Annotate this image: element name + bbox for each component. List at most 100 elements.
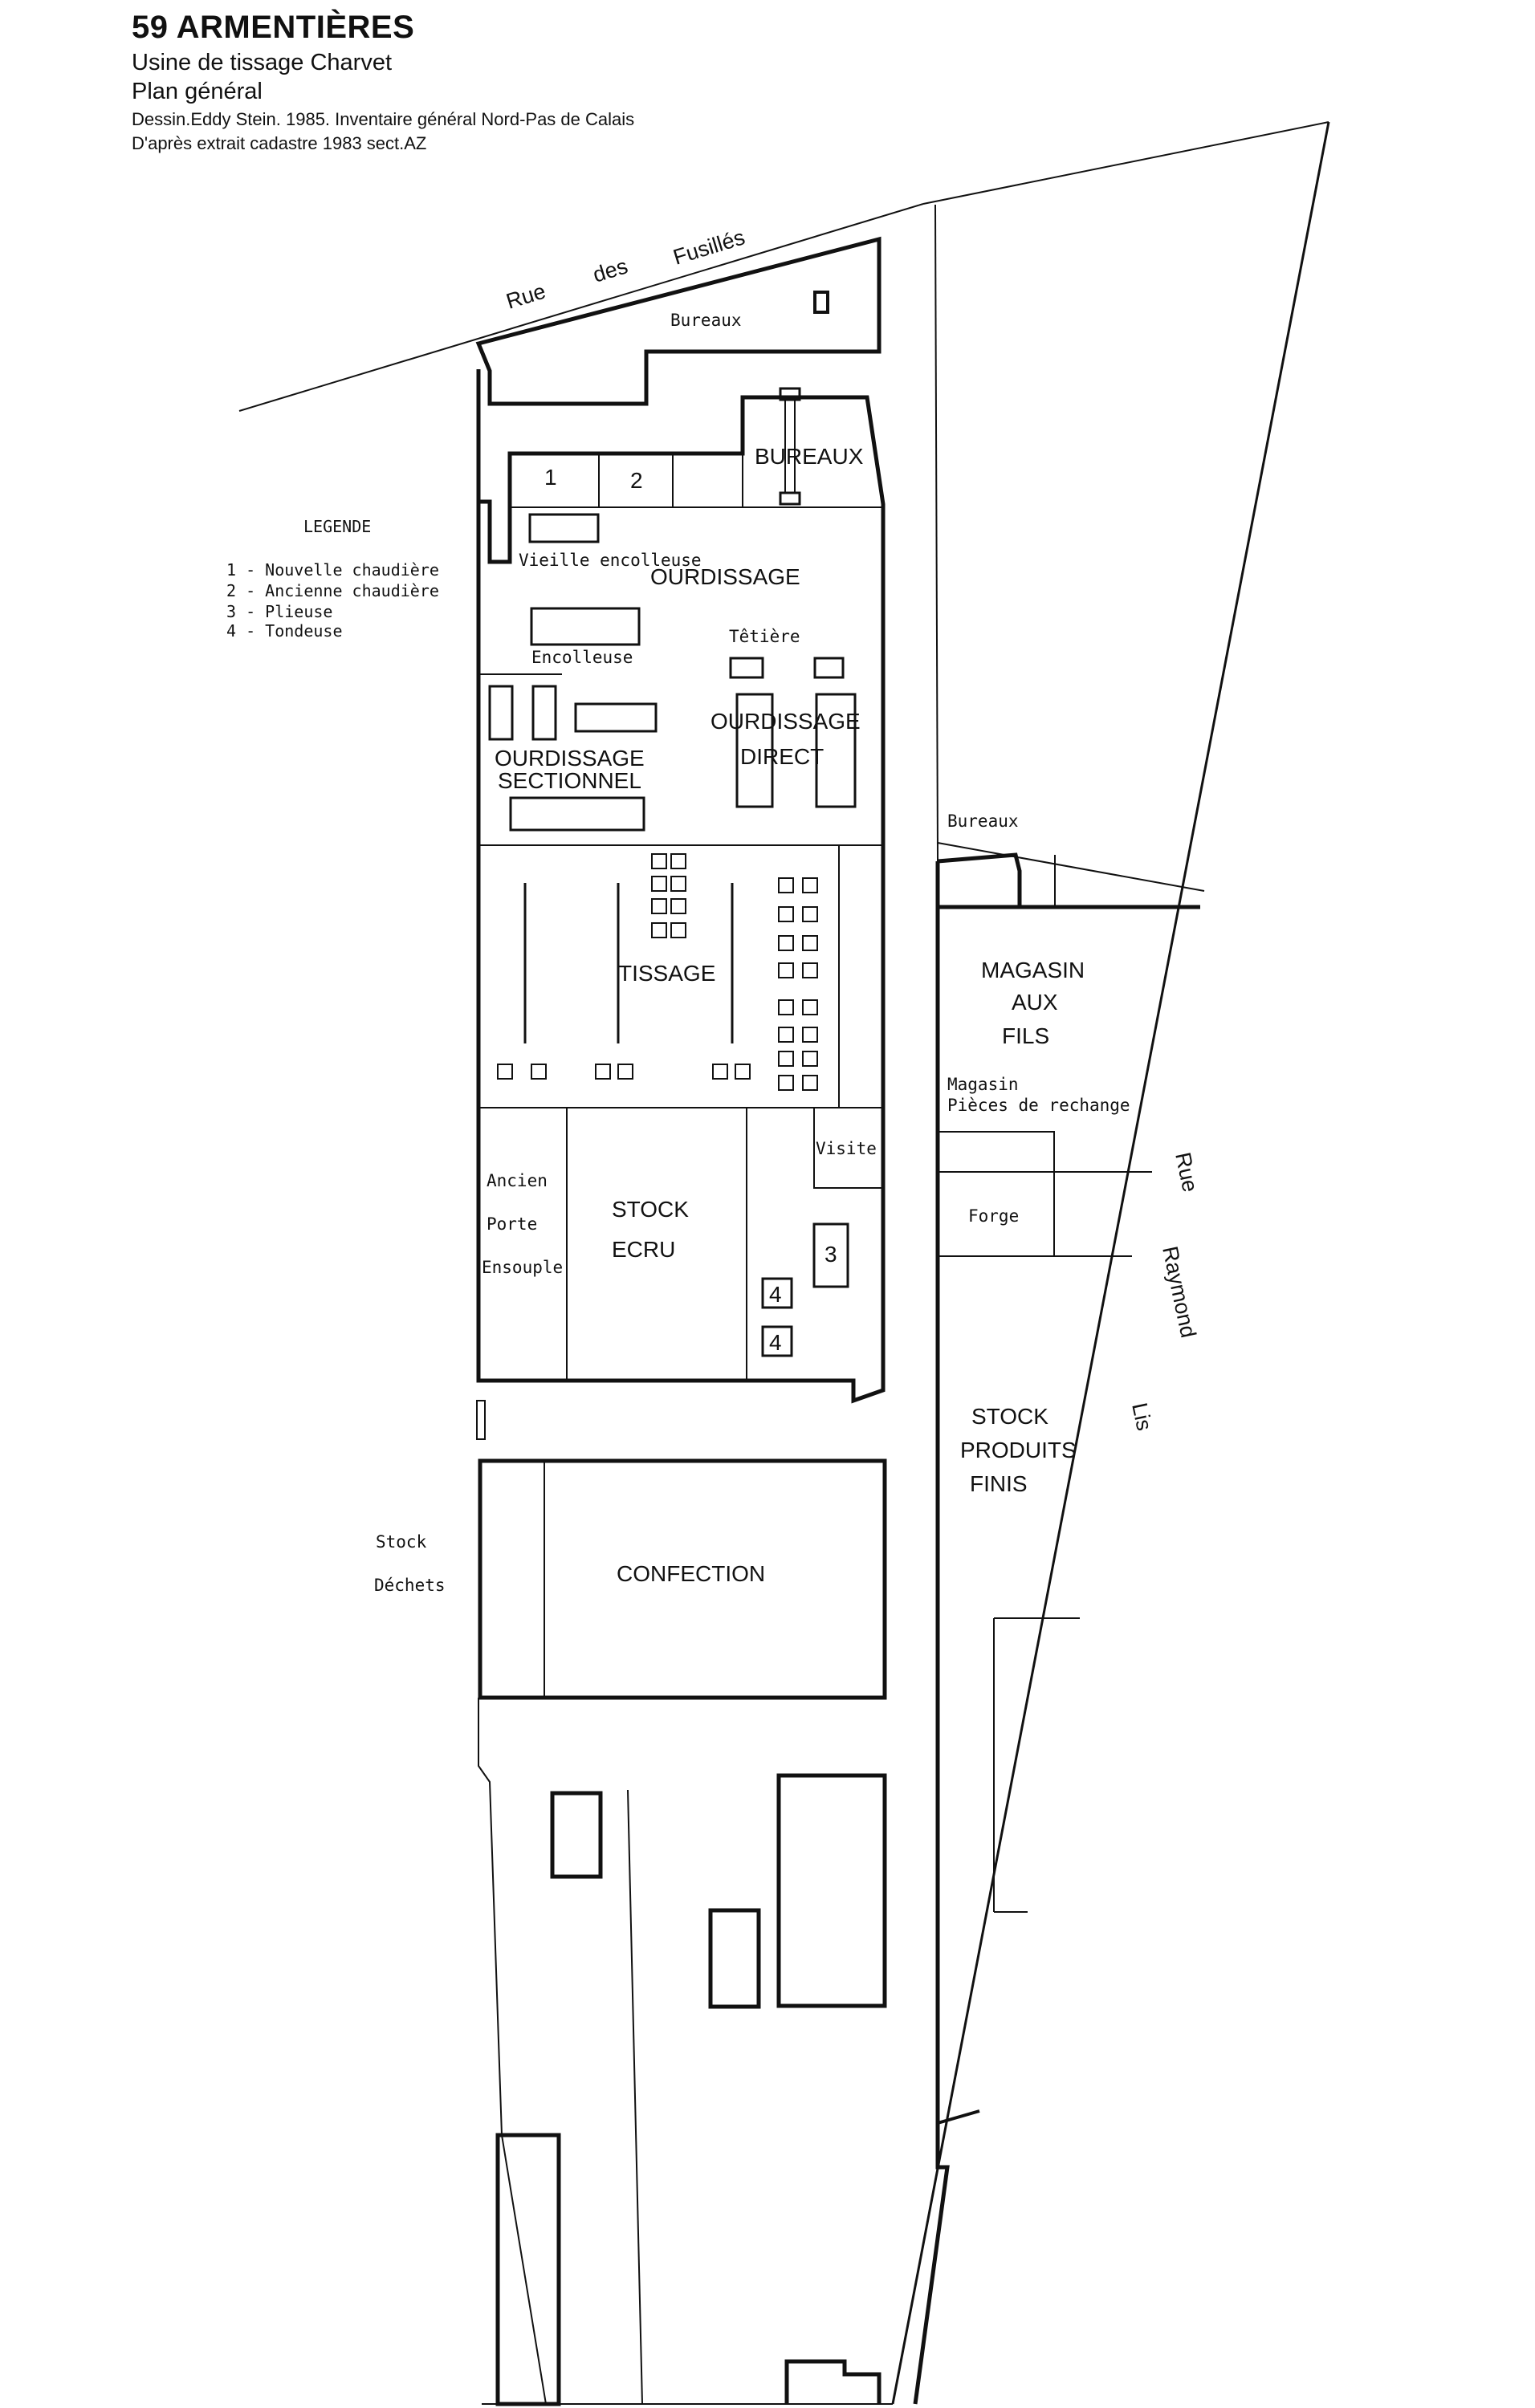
room-label-tetiere: Têtière bbox=[729, 627, 800, 646]
loom-square bbox=[802, 999, 818, 1015]
loom-square bbox=[802, 962, 818, 978]
street-line-raymond-lis bbox=[891, 121, 1330, 2405]
building-lower-a bbox=[550, 1791, 603, 1879]
room-label-ourdissage: OURDISSAGE bbox=[650, 564, 800, 589]
machine-sectionnel-d bbox=[509, 796, 645, 832]
plan-type: Plan général bbox=[132, 79, 263, 104]
room-label-ensouple: Ensouple bbox=[482, 1258, 563, 1277]
room-label-bureaux: BUREAUX bbox=[755, 444, 864, 469]
street-label-lis: Lis bbox=[1127, 1401, 1157, 1433]
loom-square bbox=[531, 1064, 547, 1080]
machine-tetiere-right bbox=[813, 657, 845, 679]
loom-square bbox=[735, 1064, 751, 1080]
loom-square bbox=[617, 1064, 633, 1080]
building-confection bbox=[478, 1458, 887, 1700]
room-label-ourdissage-direct-1: OURDISSAGE bbox=[710, 709, 861, 734]
room-label-magasin: MAGASIN bbox=[981, 958, 1085, 982]
room-label-tissage: TISSAGE bbox=[618, 961, 715, 986]
room-label-plieuse-num: 3 bbox=[825, 1242, 837, 1267]
room-label-stock-pf-1: STOCK bbox=[971, 1404, 1048, 1429]
machine-vieille-encolleuse bbox=[528, 513, 600, 543]
wall-lower-right-notch bbox=[937, 2109, 980, 2125]
street-line-fusilles bbox=[238, 203, 924, 412]
machine-sectionnel-c bbox=[574, 702, 658, 733]
room-label-ourdissage-sectionnel-1: OURDISSAGE bbox=[495, 746, 645, 771]
loom-square bbox=[778, 962, 794, 978]
parcel-bureaux-right-top bbox=[937, 842, 1205, 892]
room-label-stock-pf-3: FINIS bbox=[970, 1471, 1028, 1496]
room-label-magasin-small: Magasin bbox=[947, 1075, 1019, 1094]
building-lower-b bbox=[708, 1908, 761, 2009]
room-label-dechets: Déchets bbox=[374, 1576, 446, 1595]
building-lower-d bbox=[495, 2133, 561, 2406]
street-line-upper-right bbox=[922, 121, 1329, 205]
loom-square bbox=[670, 898, 686, 914]
machine-sectionnel-b bbox=[531, 685, 557, 741]
loom-square bbox=[802, 1051, 818, 1067]
room-label-forge: Forge bbox=[968, 1206, 1019, 1226]
room-label-stock-ecru-2: ECRU bbox=[612, 1237, 675, 1262]
bureaux-door-top bbox=[779, 387, 801, 401]
legend-item-3: 3 - Plieuse bbox=[226, 602, 333, 621]
street-label-rue-fusilles: Rue bbox=[503, 279, 548, 314]
parcel-right-upper bbox=[934, 204, 939, 862]
office-chimney bbox=[813, 291, 829, 314]
street-label-raymond: Raymond bbox=[1158, 1244, 1200, 1340]
loom-square bbox=[651, 922, 667, 938]
room-label-stock-pf-2: PRODUITS bbox=[960, 1438, 1077, 1462]
street-label-des-fusilles: des bbox=[590, 254, 630, 287]
machine-direct-left bbox=[735, 693, 774, 808]
loom-square bbox=[778, 935, 794, 951]
wall-bureaux-right bbox=[937, 852, 1022, 907]
street-label-rue-raymond: Rue bbox=[1171, 1150, 1203, 1194]
parcel-line-lower-mid bbox=[627, 1789, 643, 2405]
room-label-visite: Visite bbox=[816, 1139, 877, 1158]
loom-square bbox=[651, 853, 667, 869]
loom-square bbox=[497, 1064, 513, 1080]
loom-square bbox=[595, 1064, 611, 1080]
room-label-boiler-2: 2 bbox=[630, 468, 643, 493]
room-label-stock-ecru-1: STOCK bbox=[612, 1197, 689, 1222]
loom-square bbox=[778, 877, 794, 893]
machine-direct-right bbox=[815, 693, 857, 808]
machine-tetiere-left bbox=[729, 657, 764, 679]
loom-square bbox=[778, 999, 794, 1015]
room-label-boiler-1: 1 bbox=[544, 465, 557, 490]
room-label-aux: AUX bbox=[1012, 990, 1058, 1015]
legend-item-1: 1 - Nouvelle chaudière bbox=[226, 560, 439, 580]
wall-main-building-outer bbox=[476, 369, 886, 1404]
room-label-ourdissage-direct-2: DIRECT bbox=[740, 744, 824, 769]
loom-square bbox=[778, 1051, 794, 1067]
legend-item-2: 2 - Ancienne chaudière bbox=[226, 581, 439, 600]
loom-square bbox=[651, 898, 667, 914]
plan-credit: Dessin.Eddy Stein. 1985. Inventaire géné… bbox=[132, 109, 635, 129]
room-label-pieces-rechange: Pièces de rechange bbox=[947, 1096, 1130, 1115]
machine-encolleuse bbox=[530, 607, 641, 646]
room-label-encolleuse: Encolleuse bbox=[531, 648, 633, 667]
room-label-confection: CONFECTION bbox=[617, 1561, 765, 1586]
loom-square bbox=[670, 853, 686, 869]
room-visite bbox=[813, 1107, 884, 1189]
plan-subtitle: Usine de tissage Charvet bbox=[132, 50, 392, 75]
room-label-porte: Porte bbox=[487, 1214, 537, 1234]
machine-plieuse bbox=[812, 1222, 849, 1288]
room-label-stock: Stock bbox=[376, 1532, 427, 1552]
loom-square bbox=[670, 922, 686, 938]
plan-source: D'après extrait cadastre 1983 sect.AZ bbox=[132, 133, 427, 153]
machine-tondeuse-2 bbox=[761, 1325, 793, 1357]
parcel-lower-left bbox=[478, 1698, 547, 2405]
machine-tondeuse-1 bbox=[761, 1277, 793, 1309]
wall-office-block bbox=[475, 236, 882, 406]
room-label-ourdissage-sectionnel-2: SECTIONNEL bbox=[498, 768, 641, 793]
wall-lower-right bbox=[913, 2123, 950, 2405]
legend-title: LEGENDE bbox=[303, 517, 372, 536]
room-label-bureaux-right: Bureaux bbox=[947, 811, 1019, 831]
loom-grid bbox=[497, 853, 818, 1091]
loom-square bbox=[802, 1075, 818, 1091]
loom-square bbox=[778, 1027, 794, 1043]
loom-square bbox=[670, 876, 686, 892]
loom-square bbox=[802, 1027, 818, 1043]
loom-square bbox=[712, 1064, 728, 1080]
room-label-bureaux-top: Bureaux bbox=[670, 311, 742, 330]
wall-stub-left bbox=[476, 1400, 486, 1440]
